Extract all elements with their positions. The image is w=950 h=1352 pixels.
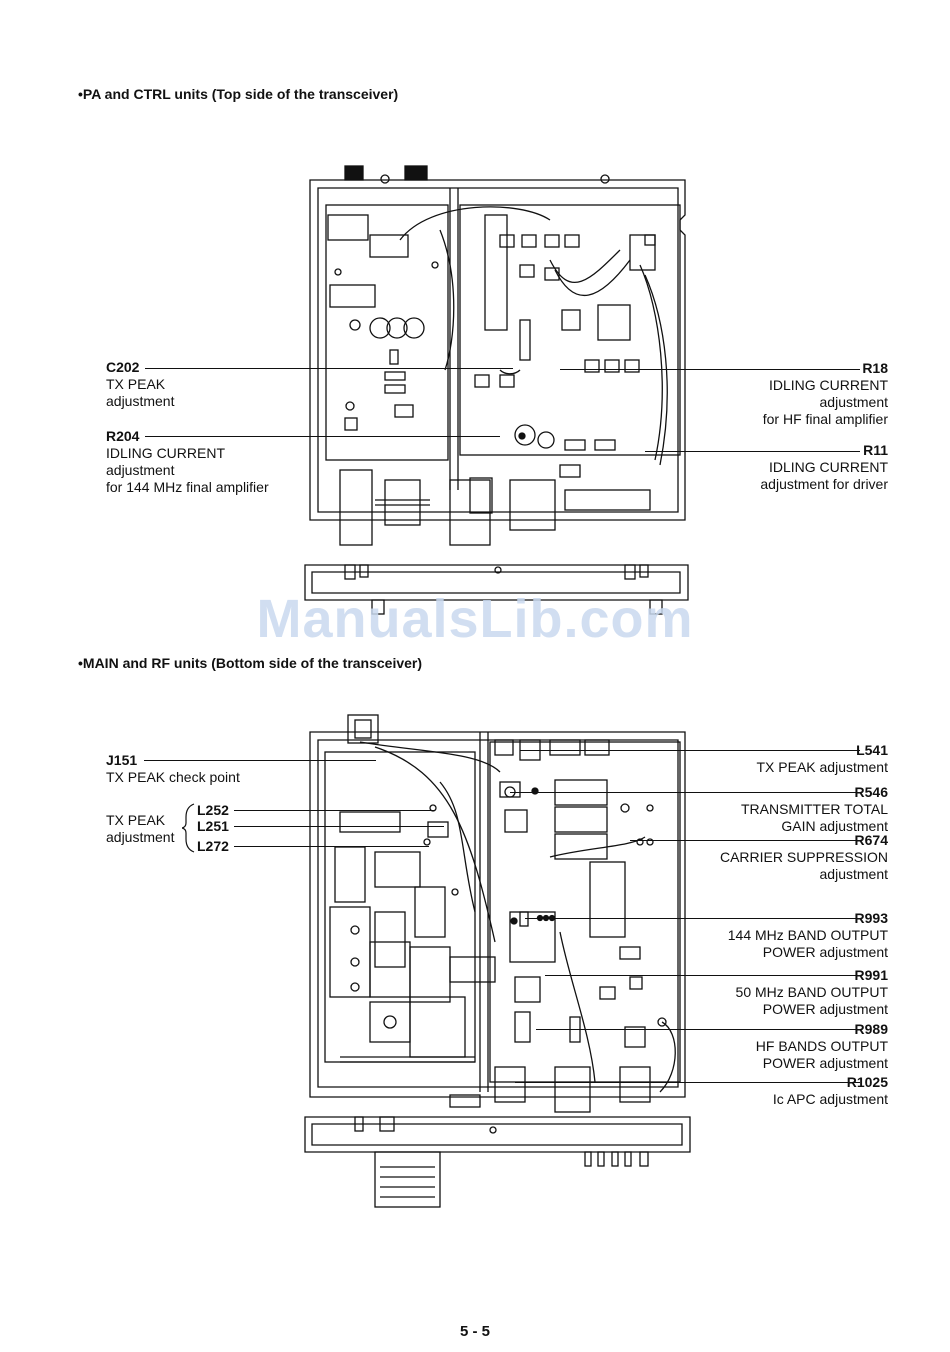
r546-line-1: TRANSMITTER TOTAL — [740, 801, 888, 817]
c202-line-2: adjustment — [106, 393, 175, 409]
callout-txpeak-group: TX PEAK adjustment — [106, 812, 174, 846]
r546-line-2: GAIN adjustment — [781, 818, 888, 834]
r674-line-2: adjustment — [819, 866, 888, 882]
txpeak-brace — [182, 803, 195, 853]
callout-r674: R674 CARRIER SUPPRESSION adjustment — [720, 832, 888, 883]
r11-line-1: IDLING CURRENT — [768, 459, 888, 475]
ref-r11: R11 — [863, 442, 888, 458]
callout-r18: R18 IDLING CURRENT adjustment for HF fin… — [763, 360, 888, 428]
callout-r993: R993 144 MHz BAND OUTPUT POWER adjustmen… — [728, 910, 888, 961]
ref-l541: L541 — [856, 742, 888, 758]
ref-c202: C202 — [106, 359, 140, 375]
ref-r18: R18 — [862, 360, 888, 376]
txpeak-group-line-2: adjustment — [106, 829, 175, 845]
ref-l252: L252 — [197, 802, 229, 818]
ref-r991: R991 — [854, 967, 888, 983]
callout-r1025: R1025 Ic APC adjustment — [773, 1074, 888, 1108]
callout-r546: R546 TRANSMITTER TOTAL GAIN adjustment — [741, 784, 888, 835]
callout-r11: R11 IDLING CURRENT adjustment for driver — [760, 442, 888, 493]
r204-line-1: IDLING CURRENT — [106, 445, 226, 461]
txpeak-group-line-1: TX PEAK — [106, 812, 166, 828]
r989-line-1: HF BANDS OUTPUT — [755, 1038, 888, 1054]
callout-j151: J151 TX PEAK check point — [106, 752, 240, 786]
r204-line-3: for 144 MHz final amplifier — [106, 479, 269, 495]
callout-r989: R989 HF BANDS OUTPUT POWER adjustment — [756, 1021, 888, 1072]
ref-j151: J151 — [106, 752, 138, 768]
r18-line-3: for HF final amplifier — [762, 411, 888, 427]
r18-line-1: IDLING CURRENT — [768, 377, 888, 393]
ref-l272: L272 — [197, 838, 229, 854]
ref-r674: R674 — [854, 832, 888, 848]
ref-l251: L251 — [197, 818, 229, 834]
ref-r204: R204 — [106, 428, 140, 444]
watermark: ManualsLib.com — [256, 589, 694, 649]
l541-line-1: TX PEAK adjustment — [756, 759, 888, 775]
ref-r546: R546 — [854, 784, 888, 800]
r18-line-2: adjustment — [819, 394, 888, 410]
r204-line-2: adjustment — [106, 462, 175, 478]
page-number: 5 - 5 — [459, 1323, 490, 1340]
ref-r989: R989 — [854, 1021, 888, 1037]
r993-line-2: POWER adjustment — [762, 944, 888, 960]
pa-ctrl-units-diagram — [304, 165, 689, 615]
r1025-line-1: Ic APC adjustment — [772, 1091, 888, 1107]
callout-r991: R991 50 MHz BAND OUTPUT POWER adjustment — [736, 967, 888, 1018]
main-rf-units-diagram — [304, 714, 691, 1208]
r991-line-2: POWER adjustment — [762, 1001, 888, 1017]
r674-line-1: CARRIER SUPPRESSION — [719, 849, 888, 865]
callout-c202: C202 TX PEAK adjustment — [106, 359, 174, 410]
top-section-heading: •PA and CTRL units (Top side of the tran… — [78, 86, 399, 102]
ref-r1025: R1025 — [846, 1074, 888, 1090]
callout-r204: R204 IDLING CURRENT adjustment for 144 M… — [106, 428, 269, 496]
ref-r993: R993 — [854, 910, 888, 926]
r993-line-1: 144 MHz BAND OUTPUT — [727, 927, 888, 943]
r991-line-1: 50 MHz BAND OUTPUT — [735, 984, 888, 1000]
j151-line-1: TX PEAK check point — [106, 769, 240, 785]
bottom-section-heading: •MAIN and RF units (Bottom side of the t… — [78, 655, 423, 671]
c202-line-1: TX PEAK — [106, 376, 166, 392]
r11-line-2: adjustment for driver — [760, 476, 888, 492]
callout-l541: L541 TX PEAK adjustment — [756, 742, 888, 776]
r989-line-2: POWER adjustment — [762, 1055, 888, 1071]
